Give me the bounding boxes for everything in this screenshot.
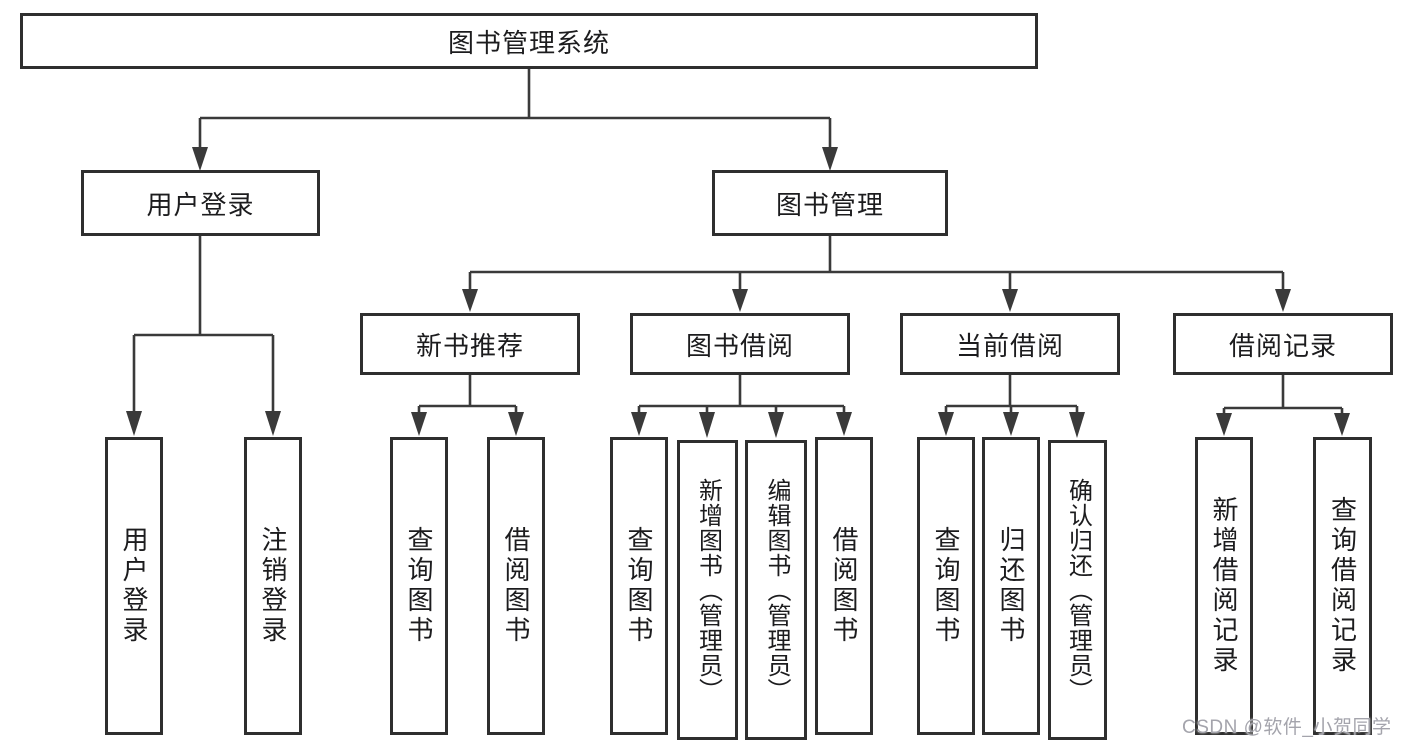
node-borrowing-records: 借阅记录 bbox=[1173, 313, 1393, 375]
node-label: 新增图书（管理员） bbox=[694, 477, 722, 703]
node-label: 借阅记录 bbox=[1228, 330, 1337, 361]
node-new-book-recommendation: 新书推荐 bbox=[360, 313, 580, 375]
leaf-query-books-borrowing: 查询图书 bbox=[610, 437, 668, 735]
node-label: 借阅图书 bbox=[501, 526, 531, 646]
leaf-query-books-recommend: 查询图书 bbox=[390, 437, 448, 735]
connector-borrowing-records-to-leaves bbox=[1216, 375, 1350, 436]
leaf-borrow-books-recommend: 借阅图书 bbox=[487, 437, 545, 735]
arrowhead-down-icon bbox=[1216, 413, 1232, 436]
connector-root-to-level2 bbox=[192, 69, 838, 171]
leaf-user-login: 用户登录 bbox=[105, 437, 163, 735]
leaf-logout: 注销登录 bbox=[244, 437, 302, 735]
node-label: 新书推荐 bbox=[415, 330, 524, 361]
arrowhead-down-icon bbox=[938, 412, 954, 436]
connector-book-borrowing-to-leaves bbox=[631, 375, 852, 438]
node-book-borrowing: 图书借阅 bbox=[630, 313, 850, 375]
arrowhead-down-icon bbox=[192, 147, 208, 171]
node-label: 查询图书 bbox=[624, 526, 654, 646]
arrowhead-down-icon bbox=[265, 411, 281, 436]
node-label: 用户登录 bbox=[146, 189, 255, 220]
leaf-add-books-admin: 新增图书（管理员） bbox=[677, 440, 738, 740]
arrowhead-down-icon bbox=[126, 411, 142, 436]
arrowhead-down-icon bbox=[1002, 289, 1018, 312]
node-label: 当前借阅 bbox=[955, 330, 1064, 361]
arrowhead-down-icon bbox=[822, 147, 838, 171]
node-current-borrowing: 当前借阅 bbox=[900, 313, 1120, 375]
node-label: 查询图书 bbox=[404, 526, 434, 646]
node-label: 注销登录 bbox=[258, 526, 288, 646]
arrowhead-down-icon bbox=[836, 412, 852, 436]
node-book-management: 图书管理 bbox=[712, 170, 948, 236]
node-label: 查询借阅记录 bbox=[1327, 496, 1358, 676]
arrowhead-down-icon bbox=[1275, 289, 1291, 312]
connector-new-book-recommendation-to-leaves bbox=[411, 375, 524, 436]
node-user-login: 用户登录 bbox=[81, 170, 320, 236]
leaf-confirm-return-admin: 确认归还（管理员） bbox=[1048, 440, 1107, 740]
arrowhead-down-icon bbox=[1003, 412, 1019, 436]
connector-current-borrowing-to-leaves bbox=[938, 375, 1085, 438]
leaf-borrow-books-borrowing: 借阅图书 bbox=[815, 437, 873, 735]
arrowhead-down-icon bbox=[1334, 413, 1350, 436]
arrowhead-down-icon bbox=[462, 289, 478, 312]
node-label: 确认归还（管理员） bbox=[1064, 477, 1092, 703]
node-label: 图书管理 bbox=[775, 189, 884, 220]
csdn-watermark: CSDN @软件_小贺同学 bbox=[1182, 717, 1392, 738]
leaf-query-books-current: 查询图书 bbox=[917, 437, 975, 735]
arrowhead-down-icon bbox=[699, 412, 715, 438]
arrowhead-down-icon bbox=[768, 412, 784, 438]
node-label: 编辑图书（管理员） bbox=[763, 477, 790, 703]
arrowhead-down-icon bbox=[508, 412, 524, 436]
arrowhead-down-icon bbox=[411, 412, 427, 436]
arrowhead-down-icon bbox=[732, 289, 748, 312]
node-label: 新增借阅记录 bbox=[1209, 496, 1239, 676]
leaf-return-books: 归还图书 bbox=[982, 437, 1040, 735]
node-label: 借阅图书 bbox=[829, 526, 859, 646]
node-label: 图书借阅 bbox=[685, 330, 794, 361]
node-label: 图书管理系统 bbox=[447, 27, 610, 58]
connector-user-login-to-leaves bbox=[126, 236, 281, 436]
arrowhead-down-icon bbox=[631, 412, 647, 436]
leaf-query-borrow-record: 查询借阅记录 bbox=[1313, 437, 1372, 735]
arrowhead-down-icon bbox=[1069, 412, 1085, 438]
leaf-edit-books-admin: 编辑图书（管理员） bbox=[745, 440, 807, 740]
node-label: 归还图书 bbox=[996, 526, 1026, 646]
leaf-add-borrow-record: 新增借阅记录 bbox=[1195, 437, 1253, 735]
node-label: 用户登录 bbox=[119, 526, 149, 646]
node-library-management-system: 图书管理系统 bbox=[20, 13, 1038, 69]
connector-book-management-to-level3 bbox=[462, 236, 1291, 312]
node-label: 查询图书 bbox=[931, 526, 961, 646]
